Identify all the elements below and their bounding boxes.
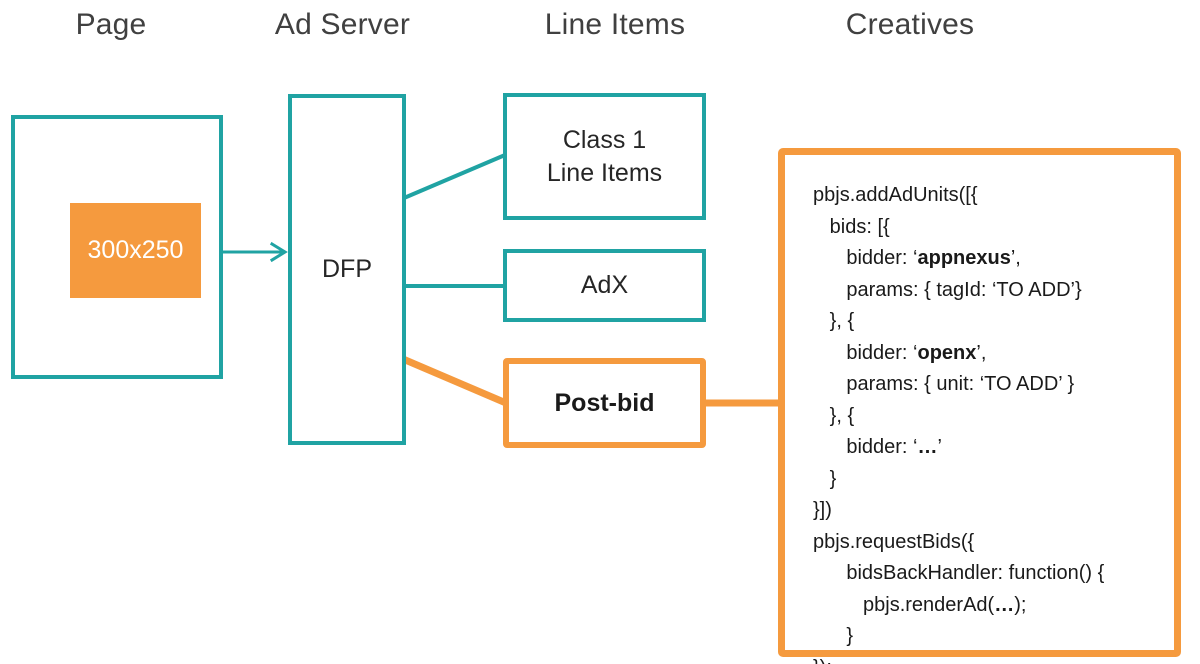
connector-dfp-to-class1	[403, 153, 506, 200]
code-line: });	[813, 653, 1104, 664]
class1-label-line2: Line Items	[546, 158, 663, 187]
adx-box[interactable]: AdX	[503, 249, 706, 322]
code-line: params: { unit: ‘TO ADD’ }	[813, 373, 1075, 395]
code-line: bidder: ‘appnexus’,	[813, 247, 1021, 269]
column-heading-creatives: Creatives	[845, 8, 975, 41]
code-line: }, {	[813, 404, 855, 427]
creative-code-panel: pbjs.addAdUnits([{ bids: [{ bidder: ‘app…	[778, 148, 1181, 664]
ad-slot-300x250[interactable]: 300x250	[70, 203, 201, 298]
column-heading-ad-server: Ad Server	[274, 8, 411, 41]
code-block: pbjs.addAdUnits([{ bids: [{ bidder: ‘app…	[813, 180, 1104, 664]
code-line: }])	[813, 499, 832, 521]
class1-line-items-box[interactable]: Class 1 Line Items	[503, 93, 706, 220]
code-line: bids: [{	[813, 215, 890, 238]
ad-slot-label: 300x250	[87, 236, 184, 264]
connector-dfp-to-postbid	[401, 355, 508, 407]
code-line: }	[813, 625, 854, 647]
code-line: pbjs.renderAd(…);	[813, 593, 1027, 616]
dfp-box[interactable]: DFP	[288, 94, 406, 445]
code-line: pbjs.requestBids({	[813, 530, 975, 553]
post-bid-label: Post-bid	[554, 388, 655, 417]
code-line: }	[813, 467, 837, 490]
class1-label-line1: Class 1	[562, 125, 647, 154]
column-heading-line-items: Line Items	[544, 8, 686, 41]
code-line: bidsBackHandler: function() {	[813, 562, 1105, 584]
code-line: bidder: ‘…’	[813, 436, 942, 458]
code-line: }, {	[813, 310, 855, 332]
dfp-label: DFP	[322, 255, 372, 283]
column-heading-page: Page	[75, 8, 147, 41]
adx-label: AdX	[580, 271, 629, 299]
code-line: bidder: ‘openx’,	[813, 341, 987, 364]
code-line: pbjs.addAdUnits([{	[813, 184, 978, 206]
code-line: params: { tagId: ‘TO ADD’}	[813, 278, 1082, 301]
post-bid-box[interactable]: Post-bid	[503, 358, 706, 448]
